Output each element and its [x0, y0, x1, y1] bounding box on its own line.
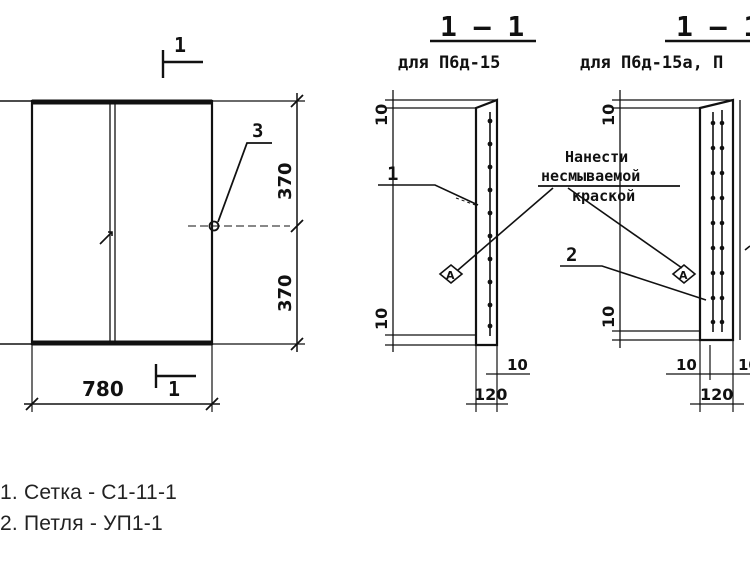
section-a-callout-number: 1	[387, 163, 398, 185]
section-b-callout-leader	[560, 265, 707, 301]
section-a-slab	[474, 98, 499, 347]
section-b-marking-symbol: А	[679, 269, 688, 282]
section-b-title: 1 – 1	[676, 10, 750, 43]
panel-outline	[30, 99, 214, 346]
section-a-dim-top: 10	[372, 104, 391, 126]
section-a-callout-dash	[455, 197, 479, 207]
paint-note-line2: несмываемой	[541, 167, 640, 185]
dim-upper-label: 370	[275, 162, 296, 200]
paint-note: Нанести несмываемой краской	[457, 148, 683, 271]
dim-lower-label: 370	[275, 274, 296, 312]
section-b-rebar-dots	[710, 120, 725, 325]
section-b-upper-leader	[744, 245, 750, 251]
plan-view: 1 1 3 370 370 780	[0, 33, 305, 412]
section-b-callout-number: 2	[566, 244, 577, 266]
section-a-marking-diamond	[438, 263, 464, 285]
paint-note-line1: Нанести	[565, 148, 628, 166]
paint-note-line3: краской	[572, 187, 635, 205]
mesh-arrow-mark	[99, 231, 113, 245]
dim-width-tick-right	[205, 397, 219, 411]
legend-item-loop: 2. Петля - УП1-1	[0, 512, 163, 535]
section-a-dim-bottom: 10	[372, 308, 391, 330]
paint-note-leader-a	[457, 187, 554, 271]
loop-callout-number: 3	[252, 120, 263, 142]
section-b-dim-top: 10	[599, 104, 618, 126]
section-b-dim-offset-right: 10	[738, 356, 750, 374]
dim-width-tick-left	[25, 397, 39, 411]
section-a-subtitle: для П6д-15	[398, 53, 500, 73]
legend-item-mesh: 1. Сетка - С1-11-1	[0, 481, 178, 504]
dim-width-label: 780	[82, 377, 124, 401]
section-a-marking-symbol: А	[446, 269, 455, 282]
section-b-slab	[698, 98, 735, 342]
section-a-dim-offset: 10	[507, 356, 528, 374]
section-b-dim-offset-left: 10	[676, 356, 697, 374]
dim-tick-mid	[290, 219, 304, 233]
section-a-rebar-dots	[487, 118, 493, 329]
section-marker-top-label: 1	[174, 33, 186, 57]
dim-tick-bottom	[290, 337, 304, 351]
section-a-callout-leader	[378, 184, 479, 206]
paint-note-leader-b	[567, 187, 683, 269]
loop-callout-leader	[217, 142, 272, 223]
section-b-marking-diamond	[671, 263, 697, 285]
section-a-dim-width: 120	[474, 385, 507, 404]
section-b: 1 – 1 для П6д-15а, П 10 10	[560, 10, 750, 412]
section-b-subtitle: для П6д-15а, П	[580, 53, 723, 73]
section-a: 1 – 1 для П6д-15 10 10 10 120 1 А	[372, 10, 536, 412]
section-b-dim-width: 120	[700, 385, 733, 404]
section-marker-bottom-label: 1	[168, 377, 180, 401]
section-a-title: 1 – 1	[440, 10, 524, 43]
dim-tick-top	[290, 94, 304, 108]
section-b-dim-bottom: 10	[599, 306, 618, 328]
